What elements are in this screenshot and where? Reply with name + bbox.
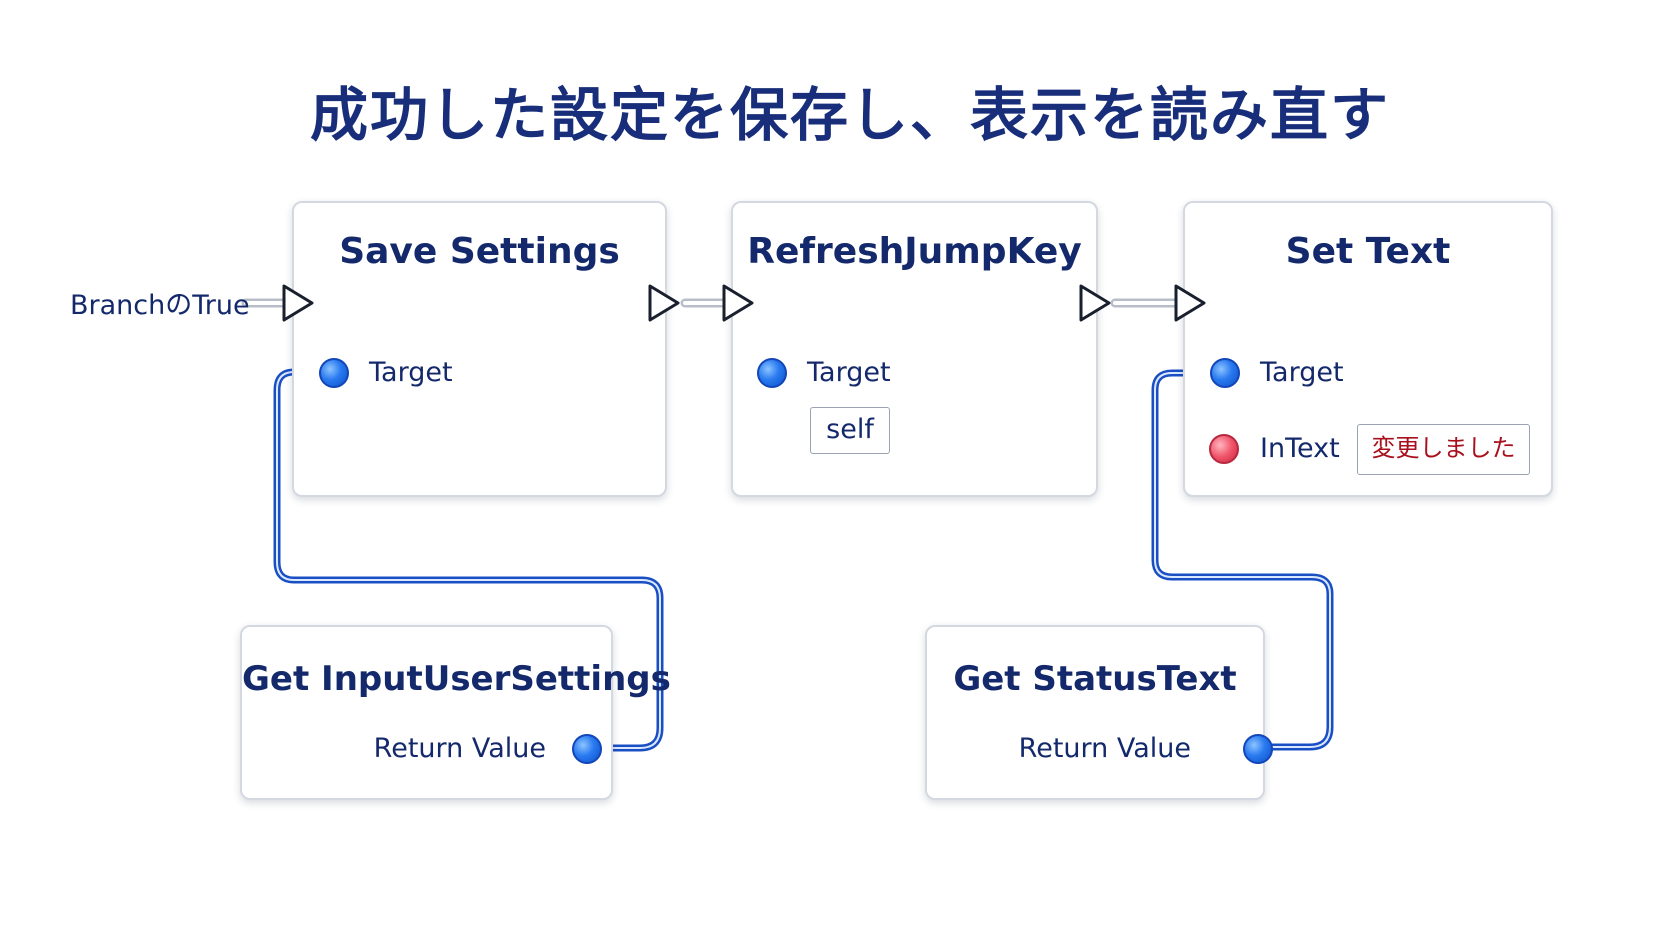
node-title: RefreshJumpKey (747, 231, 1082, 272)
node-refresh-jump-key[interactable]: RefreshJumpKey Target self (731, 201, 1098, 497)
target-default-value[interactable]: self (810, 407, 890, 454)
target-pin-label: Target (369, 357, 453, 388)
refresh-jump-key-exec-out-pin[interactable] (1077, 283, 1113, 323)
return-value-label: Return Value (1018, 733, 1191, 764)
return-value-pin[interactable] (1243, 734, 1273, 764)
node-title: Get InputUserSettings (242, 659, 671, 699)
node-get-status-text[interactable]: Get StatusText Return Value (925, 625, 1273, 800)
wire-statustext-to-settext-target-highlight (1154, 372, 1331, 748)
incoming-exec-label: BranchのTrue (70, 290, 250, 321)
wire-inputusersettings-to-save-target-highlight (276, 371, 661, 749)
return-value-pin[interactable] (572, 734, 602, 764)
set-text-exec-in-pin[interactable] (1172, 283, 1208, 323)
save-settings-exec-out-pin[interactable] (646, 283, 682, 323)
target-pin-label: Target (1260, 357, 1344, 388)
node-get-input-user-settings[interactable]: Get InputUserSettings Return Value (240, 625, 671, 800)
refresh-jump-key-exec-in-pin[interactable] (720, 283, 756, 323)
node-title: Set Text (1285, 231, 1451, 272)
intext-pin[interactable] (1209, 434, 1239, 464)
node-save-settings[interactable]: Save Settings Target (292, 201, 667, 497)
intext-default-value[interactable]: 変更しました (1357, 424, 1530, 475)
diagram-title: 成功した設定を保存し、表示を読み直す (309, 81, 1390, 149)
intext-pin-label: InText (1260, 433, 1340, 464)
target-pin[interactable] (757, 358, 787, 388)
node-set-text[interactable]: Set Text Target InText 変更しました (1183, 201, 1553, 497)
target-pin[interactable] (319, 358, 349, 388)
node-title: Get StatusText (953, 659, 1237, 699)
target-pin-label: Target (807, 357, 891, 388)
target-pin[interactable] (1210, 358, 1240, 388)
node-title: Save Settings (339, 231, 620, 272)
save-settings-exec-in-pin[interactable] (280, 283, 316, 323)
return-value-label: Return Value (373, 733, 546, 764)
data-wires (273, 368, 1334, 752)
